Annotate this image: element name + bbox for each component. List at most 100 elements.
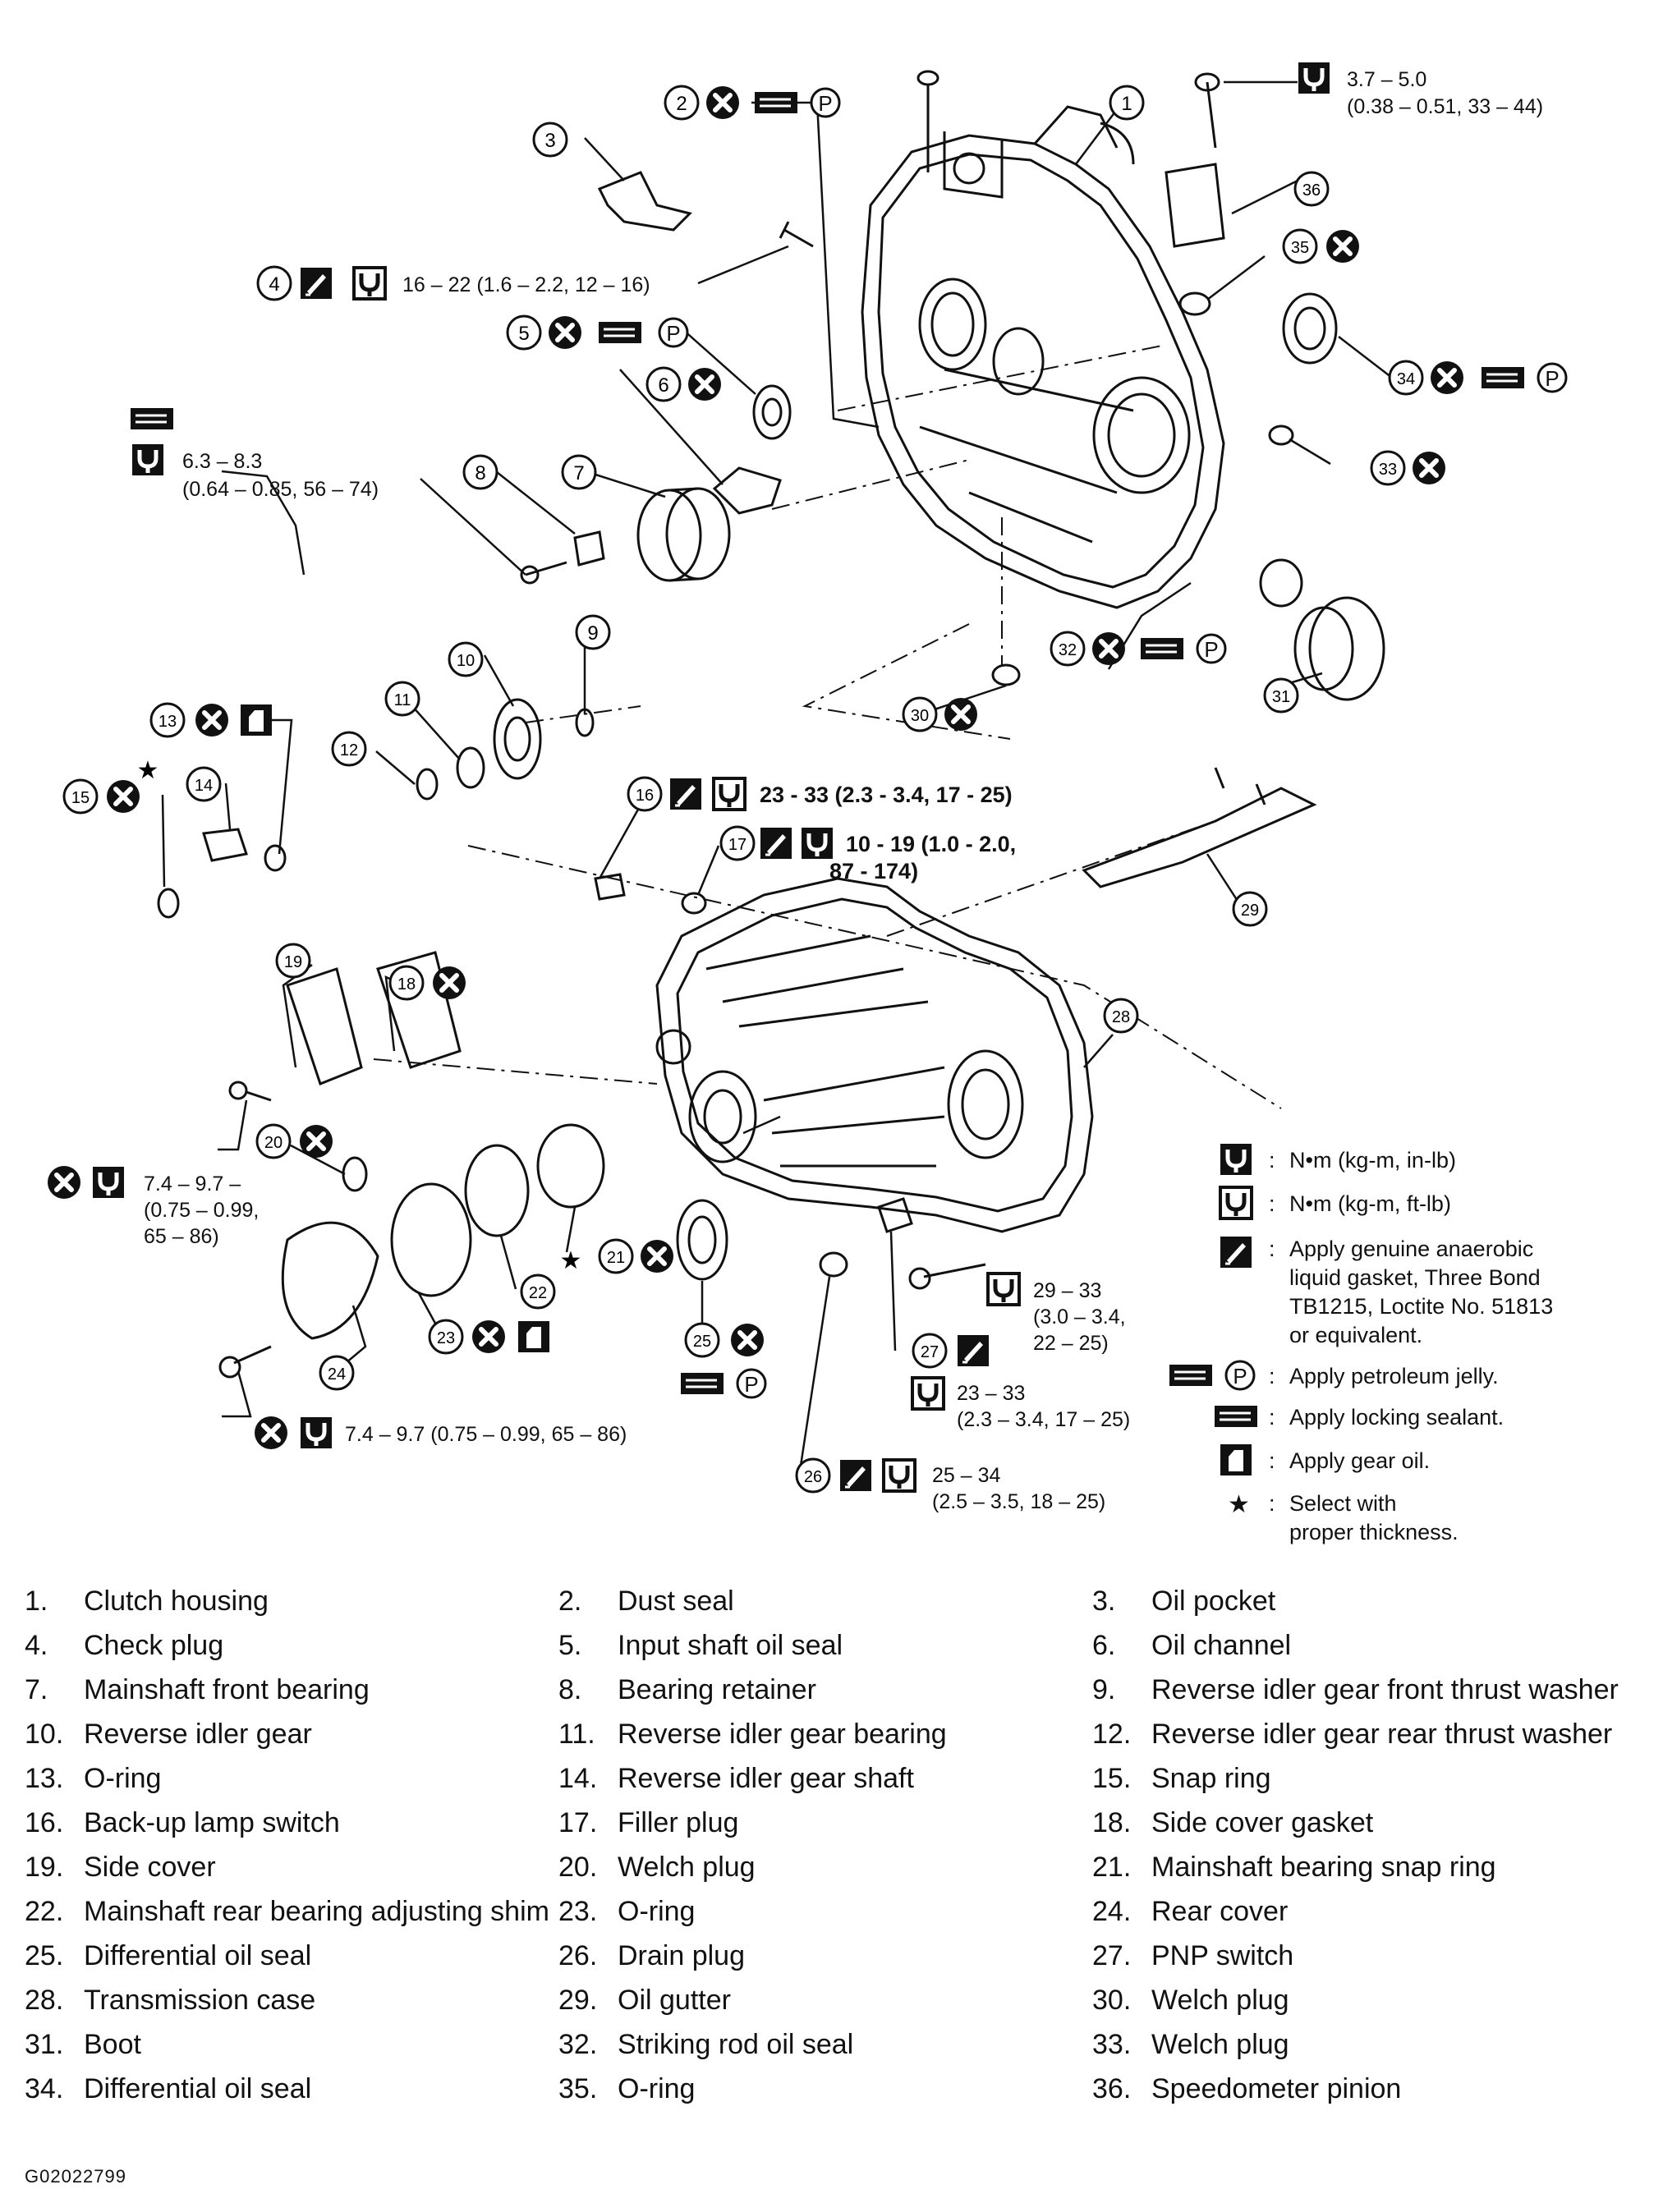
svg-text:35: 35 — [1291, 239, 1309, 257]
svg-text:(2.3 – 3.4, 17 – 25): (2.3 – 3.4, 17 – 25) — [957, 1408, 1130, 1431]
svg-text:32: 32 — [1059, 641, 1077, 659]
part-item: 14. Reverse idler gear shaft — [558, 1762, 914, 1795]
callout-26: 26 — [795, 1457, 831, 1494]
callout-34: 34 — [1388, 360, 1424, 396]
part-number: 25. — [25, 1940, 64, 1971]
svg-text:TB1215, Loctite No. 51813: TB1215, Loctite No. 51813 — [1289, 1294, 1553, 1319]
svg-text:87 - 174): 87 - 174) — [829, 859, 918, 883]
svg-text:12: 12 — [340, 741, 358, 760]
svg-text:(0.64 – 0.85, 56 – 74): (0.64 – 0.85, 56 – 74) — [182, 478, 379, 501]
svg-text:33: 33 — [1379, 461, 1397, 479]
part-number: 28. — [25, 1985, 64, 2016]
svg-text:23 – 33: 23 – 33 — [957, 1382, 1025, 1405]
part-item: 12.Reverse idler gear rear thrust washer — [1092, 1718, 1612, 1751]
part-name: Dust seal — [618, 1586, 734, 1617]
svg-text:21: 21 — [607, 1249, 625, 1267]
svg-text:5: 5 — [518, 323, 529, 345]
part-name: Input shaft oil seal — [618, 1630, 843, 1661]
svg-text:29: 29 — [1241, 902, 1259, 920]
part-name: Striking rod oil seal — [618, 2029, 854, 2060]
part-item: 26. Drain plug — [558, 1939, 745, 1972]
svg-text:19: 19 — [284, 953, 302, 971]
part-item: 19.Side cover — [25, 1851, 216, 1884]
part-name: Reverse idler gear shaft — [618, 1763, 914, 1794]
part-number: 34. — [25, 2073, 64, 2104]
part-item: 8.Bearing retainer — [558, 1673, 816, 1706]
part-item: 1.Clutch housing — [25, 1585, 269, 1618]
part-number: 4. — [25, 1630, 48, 1661]
svg-text:★: ★ — [560, 1247, 582, 1274]
part-name: Mainshaft bearing snap ring — [1151, 1852, 1496, 1883]
part-number: 21. — [1092, 1852, 1132, 1883]
svg-text:3: 3 — [544, 130, 555, 152]
anaerobic-gasket-icon — [1219, 1235, 1253, 1269]
svg-text:7.4 – 9.7 –: 7.4 – 9.7 – — [144, 1173, 241, 1195]
part-item: 29.Oil gutter — [558, 1984, 731, 2017]
part-number: 17. — [558, 1807, 598, 1838]
clutch-housing — [861, 105, 1225, 609]
part-number: 30. — [1092, 1985, 1132, 2016]
callout-25: 25 — [684, 1322, 720, 1358]
part-name: Oil pocket — [1151, 1586, 1276, 1617]
part-name: Reverse idler gear front thrust washer — [1151, 1674, 1619, 1705]
callout-10: 10 — [448, 641, 484, 677]
callout-8: 8 — [462, 454, 498, 490]
part-name: O-ring — [618, 2073, 696, 2104]
svg-text:34: 34 — [1397, 370, 1415, 388]
svg-text:29 – 33: 29 – 33 — [1033, 1279, 1101, 1302]
svg-text:16 – 22 (1.6 – 2.2, 12 – 16): 16 – 22 (1.6 – 2.2, 12 – 16) — [402, 273, 650, 296]
svg-text:16: 16 — [636, 787, 654, 805]
part-name: Oil channel — [1151, 1630, 1292, 1661]
part-number: 14. — [558, 1763, 598, 1794]
callout-9: 9 — [575, 614, 611, 650]
part-item: 30.Welch plug — [1092, 1984, 1289, 2017]
part-number: 3. — [1092, 1586, 1116, 1617]
part-item: 6.Oil channel — [1092, 1629, 1291, 1662]
callout-18: 18 — [388, 965, 425, 1001]
part-number: 33. — [1092, 2029, 1132, 2060]
svg-text:31: 31 — [1272, 688, 1290, 706]
svg-text:25: 25 — [693, 1333, 711, 1351]
callout-3: 3 — [532, 122, 568, 158]
svg-text:13: 13 — [158, 713, 177, 731]
svg-text::: : — [1269, 1237, 1275, 1261]
part-name: Reverse idler gear rear thrust washer — [1151, 1719, 1613, 1750]
part-name: O-ring — [618, 1896, 696, 1927]
svg-text:or equivalent.: or equivalent. — [1289, 1323, 1422, 1347]
callout-32: 32 — [1050, 631, 1086, 667]
transmission-case — [655, 877, 1094, 1233]
select-thickness-star-icon: ★ — [1228, 1491, 1250, 1518]
svg-text:Apply genuine anaerobic: Apply genuine anaerobic — [1289, 1237, 1533, 1261]
part-item: 34.Differential oil seal — [25, 2072, 311, 2105]
part-item: 5.Input shaft oil seal — [558, 1629, 843, 1662]
part-number: 24. — [1092, 1896, 1132, 1927]
callout-6: 6 — [645, 366, 682, 402]
callout-16: 16 — [627, 776, 663, 812]
svg-text::: : — [1269, 1405, 1275, 1430]
svg-text:10: 10 — [457, 652, 475, 670]
part-name: Check plug — [84, 1630, 224, 1661]
part-item: 24.Rear cover — [1092, 1895, 1288, 1928]
part-number: 29. — [558, 1985, 598, 2016]
svg-text::: : — [1269, 1448, 1275, 1473]
part-number: 11. — [558, 1719, 595, 1750]
callout-14: 14 — [186, 766, 222, 802]
part-item: 13.O-ring — [25, 1762, 161, 1795]
part-name: Drain plug — [618, 1940, 745, 1971]
svg-text:(0.38 – 0.51, 33 – 44): (0.38 – 0.51, 33 – 44) — [1347, 95, 1543, 118]
part-item: 31.Boot — [25, 2028, 141, 2061]
reference-code: G02022799 — [25, 2166, 126, 2187]
svg-text:24: 24 — [328, 1365, 346, 1384]
part-name: Reverse idler gear bearing — [618, 1719, 947, 1750]
part-number: 7. — [25, 1674, 48, 1705]
torque-ft-lb-icon — [1220, 1187, 1252, 1218]
part-number: 26. — [558, 1940, 598, 1971]
svg-text:20: 20 — [264, 1134, 283, 1152]
part-number: 9. — [1092, 1674, 1116, 1705]
svg-text:14: 14 — [195, 777, 213, 795]
part-name: Differential oil seal — [84, 1940, 312, 1971]
callout-13: 13 — [149, 702, 186, 738]
part-item: 23.O-ring — [558, 1895, 695, 1928]
leader-lines — [161, 80, 1393, 1466]
callout-4: 4 — [256, 265, 292, 301]
